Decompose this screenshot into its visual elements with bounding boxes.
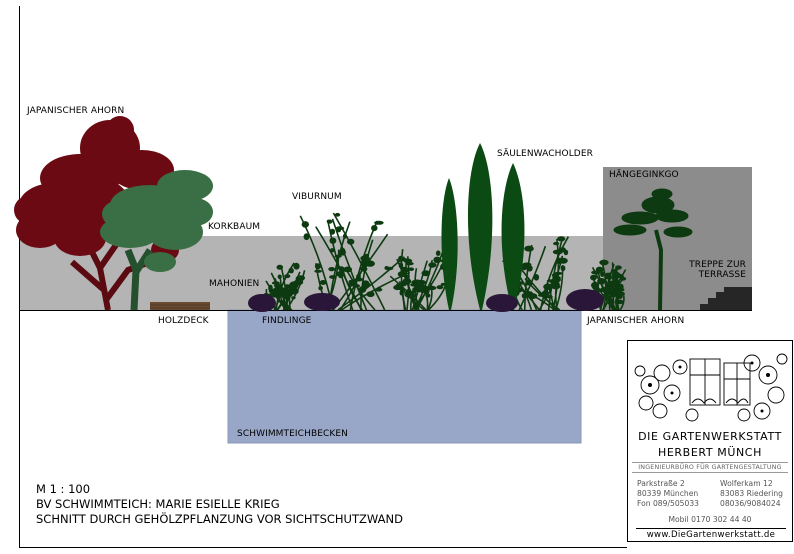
address-munich-street: Parkstraße 2 bbox=[637, 479, 685, 488]
label-schwimmteichbecken: SCHWIMMTEICHBECKEN bbox=[237, 429, 349, 439]
viburnum-shrubs bbox=[263, 212, 627, 311]
label-japanischer-ahorn-left: JAPANISCHER AHORN bbox=[27, 106, 125, 116]
company-name: DIE GARTENWERKSTATT bbox=[638, 430, 782, 443]
company-website[interactable]: www.DieGartenwerkstatt.de bbox=[636, 528, 786, 540]
address-munich-phone: Fon 089/505033 bbox=[637, 499, 700, 508]
address-riedering: Wolferkam 12 83083 Riedering 08036/90840… bbox=[720, 479, 783, 509]
japanese-maple-tree bbox=[14, 116, 179, 311]
drawing-notes: M 1 : 100 BV SCHWIMMTEICH: MARIE ESIELLE… bbox=[36, 482, 403, 527]
company-mobile: Mobil 0170 302 44 40 bbox=[668, 515, 752, 524]
label-holzdeck: HOLZDECK bbox=[158, 316, 209, 326]
title-block: DIE GARTENWERKSTATT HERBERT MÜNCH INGENI… bbox=[627, 340, 793, 542]
label-korkbaum: KORKBAUM bbox=[208, 222, 261, 232]
label-mahonien: MAHONIEN bbox=[209, 279, 260, 289]
label-viburnum: VIBURNUM bbox=[292, 192, 342, 202]
label-saeulenwacholder: SÄULENWACHOLDER bbox=[497, 149, 593, 159]
company-logo bbox=[634, 353, 788, 422]
swimming-pond-basin bbox=[227, 309, 582, 444]
label-findlinge: FINDLINGE bbox=[262, 316, 312, 326]
stairs bbox=[700, 287, 752, 310]
company-tagline: INGENIEURBÜRO FÜR GARTENGESTALTUNG bbox=[632, 462, 788, 473]
ginkgo-panel bbox=[603, 167, 752, 310]
label-haengeginkgo: HÄNGEGINKGO bbox=[609, 170, 679, 180]
label-treppe: TREPPE ZUR TERRASSE bbox=[689, 260, 746, 280]
address-riedering-street: Wolferkam 12 bbox=[720, 479, 773, 488]
scale-note: M 1 : 100 bbox=[36, 482, 91, 496]
address-riedering-city: 83083 Riedering bbox=[720, 489, 783, 498]
company-owner: HERBERT MÜNCH bbox=[658, 446, 762, 459]
address-munich-city: 80339 München bbox=[637, 489, 699, 498]
columnar-juniper bbox=[441, 143, 525, 310]
boulders bbox=[248, 289, 604, 312]
weeping-ginkgo bbox=[613, 188, 693, 311]
wooden-deck bbox=[150, 302, 210, 310]
cork-tree bbox=[100, 170, 213, 311]
address-riedering-phone: 08036/9084024 bbox=[720, 499, 781, 508]
address-munich: Parkstraße 2 80339 München Fon 089/50503… bbox=[637, 479, 699, 509]
description-note: SCHNITT DURCH GEHÖLZPFLANZUNG VOR SICHTS… bbox=[36, 512, 403, 526]
label-japanischer-ahorn-right: JAPANISCHER AHORN bbox=[587, 316, 685, 326]
project-note: BV SCHWIMMTEICH: MARIE ESIELLE KRIEG bbox=[36, 497, 280, 511]
